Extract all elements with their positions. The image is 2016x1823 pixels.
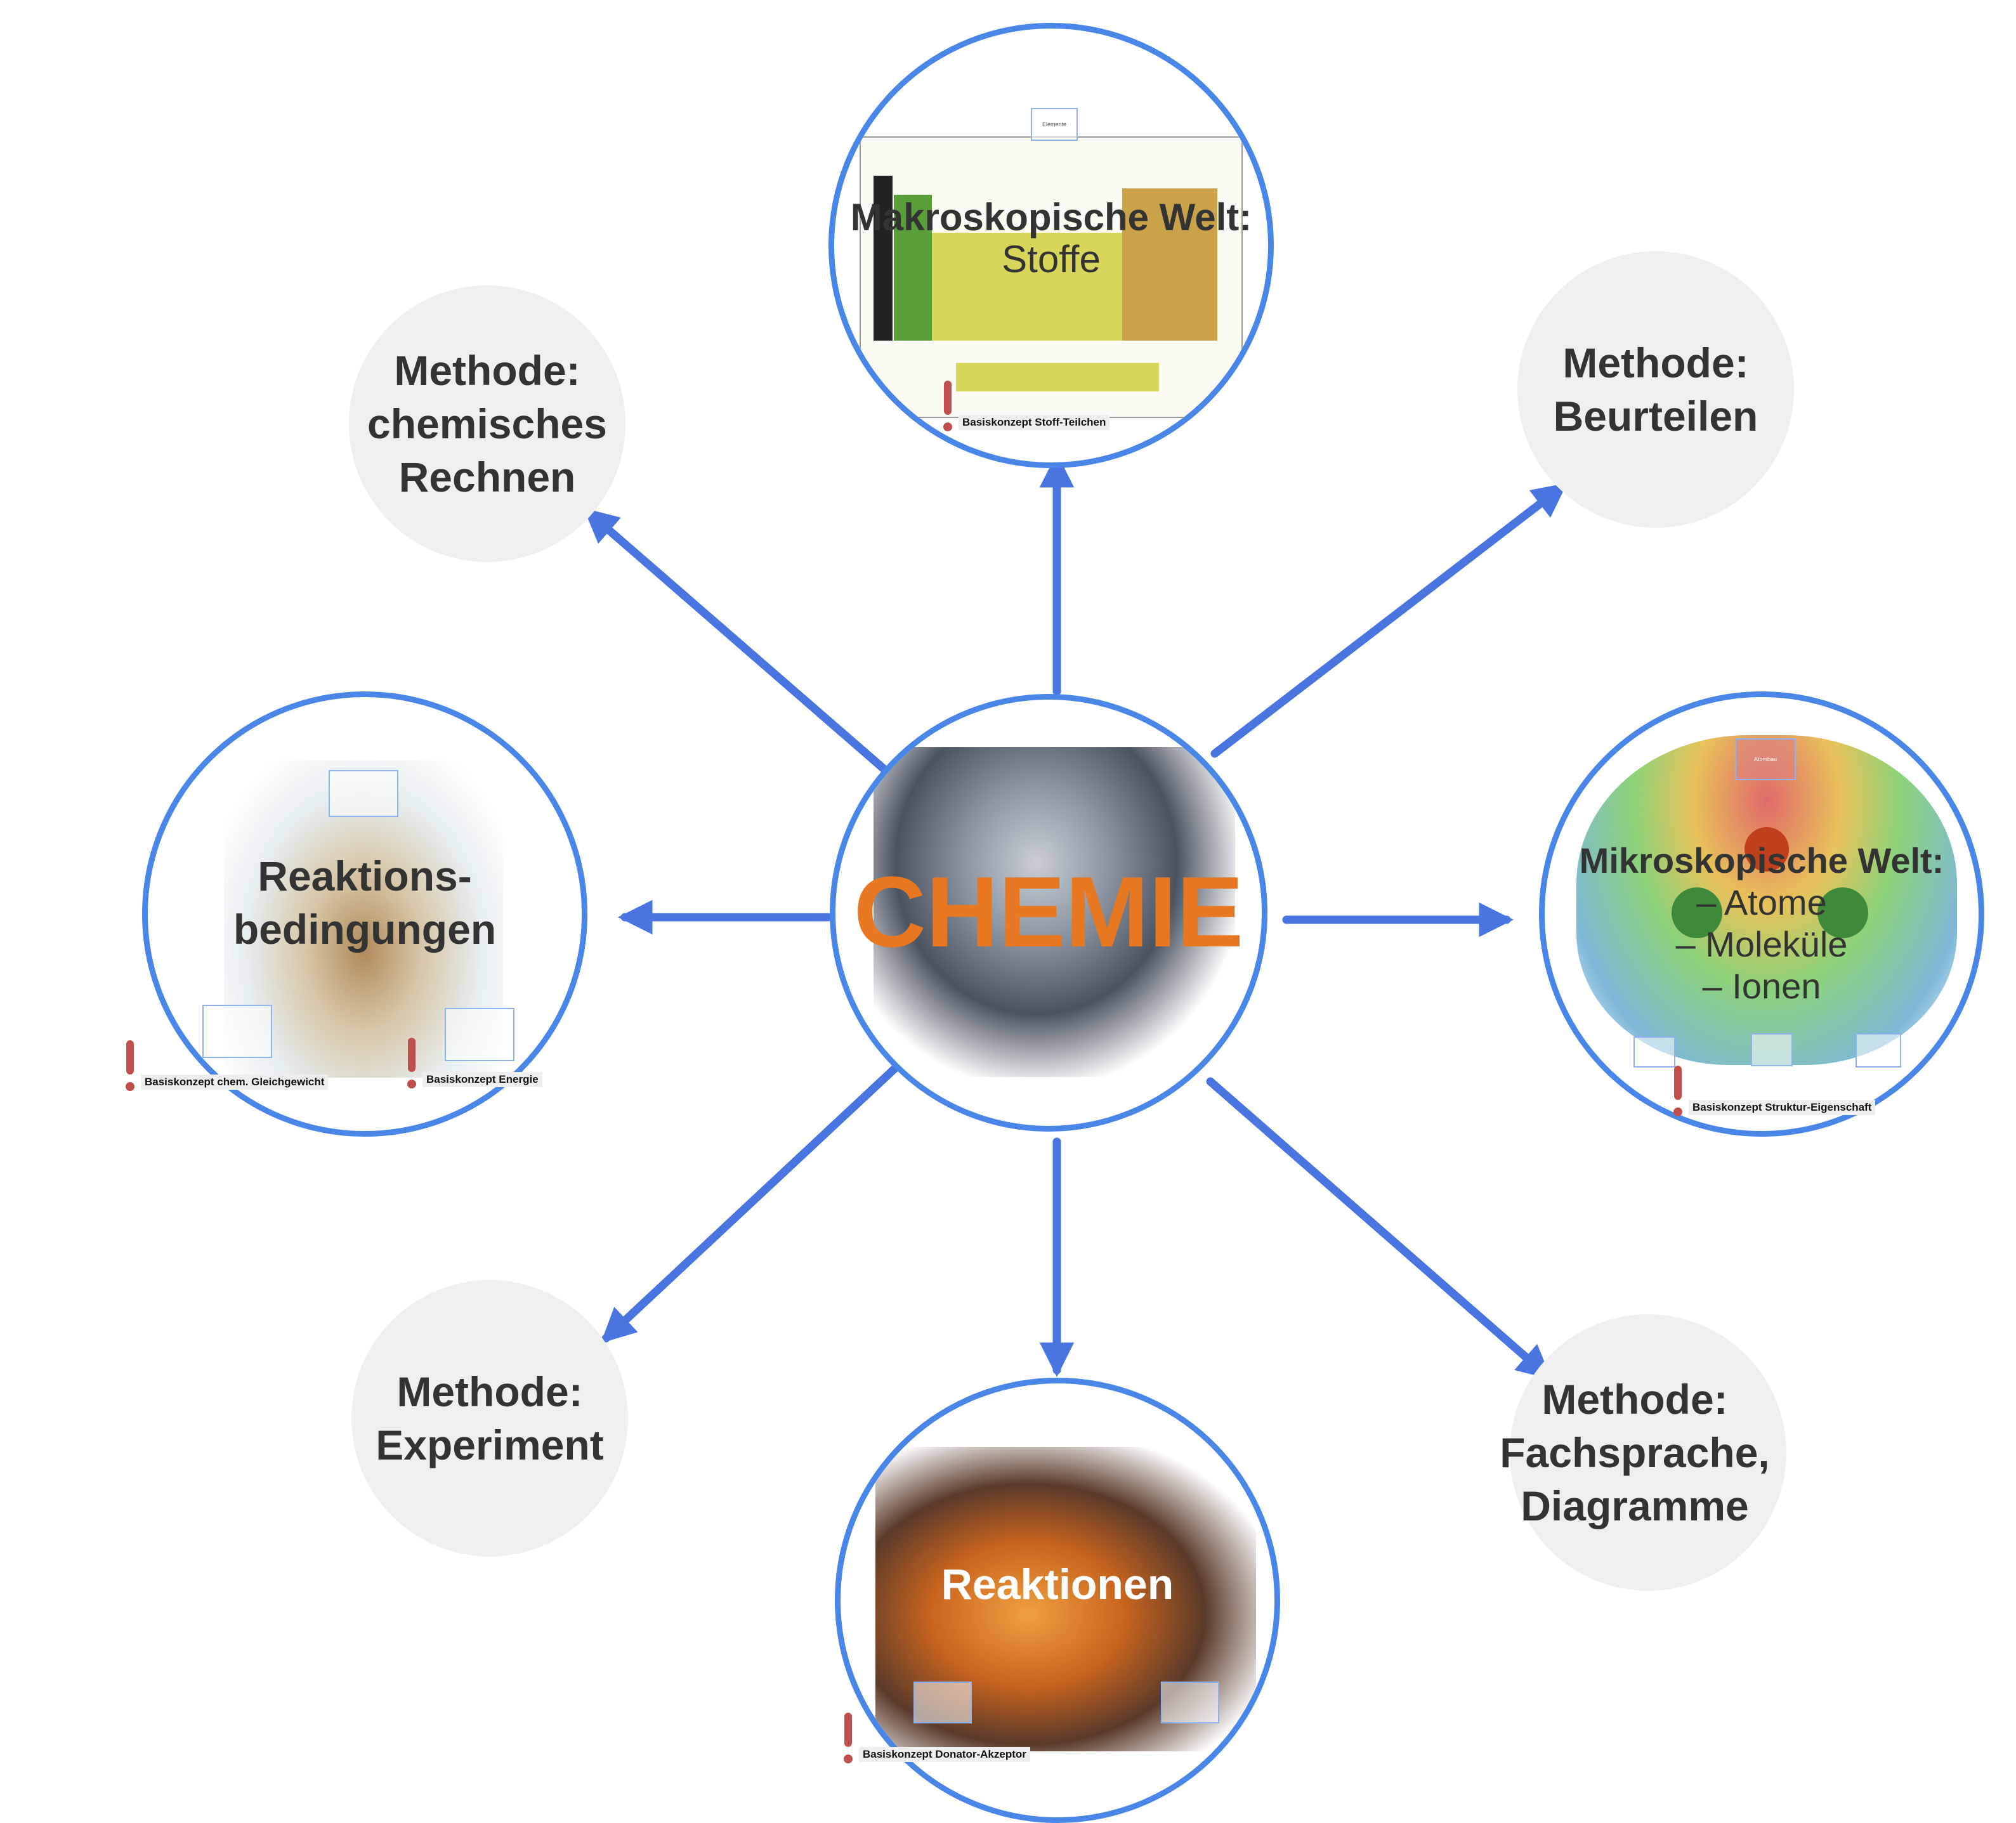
node-methode-fachsprache[interactable]: Methode: Fachsprache, Diagramme bbox=[1500, 1314, 1786, 1591]
concept-donator-akzeptor[interactable]: Basiskonzept Donator-Akzeptor bbox=[842, 1713, 1030, 1763]
arrow-to-fachsprache bbox=[1206, 1077, 1552, 1380]
makro-title: Makroskopische Welt: Stoffe bbox=[850, 196, 1252, 280]
arrow-to-beurteilen bbox=[1210, 483, 1568, 758]
arrow-to-experiment bbox=[601, 1064, 899, 1343]
mini-card-left[interactable] bbox=[913, 1682, 972, 1723]
periodic-table-image bbox=[860, 136, 1243, 418]
node-mikroskopische-welt[interactable]: Atombau Mikroskopische Welt: – Atome – M… bbox=[1539, 691, 1984, 1137]
concept-icon bbox=[406, 1038, 417, 1088]
bedingungen-title: Reaktions- bedingungen bbox=[233, 853, 497, 953]
beurteilen-title: Methode: Beurteilen bbox=[1553, 339, 1758, 440]
experiment-title: Methode: Experiment bbox=[376, 1368, 604, 1468]
concept-struktur-eigenschaft[interactable]: Basiskonzept Struktur-Eigenschaft bbox=[1672, 1066, 1876, 1116]
atom-red bbox=[1744, 827, 1789, 872]
mini-card-top[interactable] bbox=[329, 770, 398, 817]
center-node-chemie[interactable]: CHEMIE bbox=[830, 694, 1267, 1132]
concept-energie[interactable]: Basiskonzept Energie bbox=[406, 1038, 542, 1088]
reaktionen-title: Reaktionen bbox=[941, 1560, 1174, 1609]
atom-green-left bbox=[1672, 887, 1722, 938]
mini-card-gleichgewicht[interactable] bbox=[202, 1005, 272, 1058]
rechnen-title: Methode: chemisches Rechnen bbox=[367, 347, 607, 500]
molecule-image bbox=[1576, 735, 1957, 1065]
mini-card-right[interactable] bbox=[1856, 1033, 1901, 1068]
mini-card-energie[interactable] bbox=[445, 1008, 514, 1061]
concept-icon bbox=[1672, 1066, 1684, 1116]
mini-card-middle[interactable] bbox=[1751, 1033, 1793, 1066]
mini-card-elemente[interactable]: Elemente bbox=[1031, 108, 1078, 141]
fachsprache-title: Methode: Fachsprache, Diagramme bbox=[1500, 1376, 1770, 1529]
concept-stoff-teilchen[interactable]: Basiskonzept Stoff-Teilchen bbox=[942, 381, 1110, 431]
center-title: CHEMIE bbox=[853, 856, 1244, 968]
concept-icon bbox=[124, 1040, 136, 1091]
mikro-title: Mikroskopische Welt: – Atome – Moleküle … bbox=[1579, 840, 1944, 1006]
node-reaktionsbedingungen[interactable]: Reaktions- bedingungen bbox=[142, 691, 587, 1137]
node-methode-experiment[interactable]: Methode: Experiment bbox=[351, 1280, 628, 1557]
arrow-to-rechnen bbox=[583, 507, 893, 777]
mini-card-left[interactable] bbox=[1633, 1036, 1675, 1068]
atom-green-right bbox=[1817, 887, 1868, 938]
node-methode-rechnen[interactable]: Methode: chemisches Rechnen bbox=[349, 285, 625, 562]
node-makroskopische-welt[interactable]: Elemente Makroskopische Welt: Stoffe Bas… bbox=[828, 23, 1274, 468]
mini-card-atombau[interactable]: Atombau bbox=[1735, 738, 1796, 780]
concept-icon bbox=[942, 381, 953, 431]
concept-gleichgewicht[interactable]: Basiskonzept chem. Gleichgewicht bbox=[124, 1040, 329, 1091]
smoke-photo bbox=[874, 747, 1235, 1077]
mini-card-right[interactable] bbox=[1161, 1682, 1219, 1723]
node-methode-beurteilen[interactable]: Methode: Beurteilen bbox=[1517, 251, 1794, 528]
concept-icon bbox=[842, 1713, 854, 1763]
